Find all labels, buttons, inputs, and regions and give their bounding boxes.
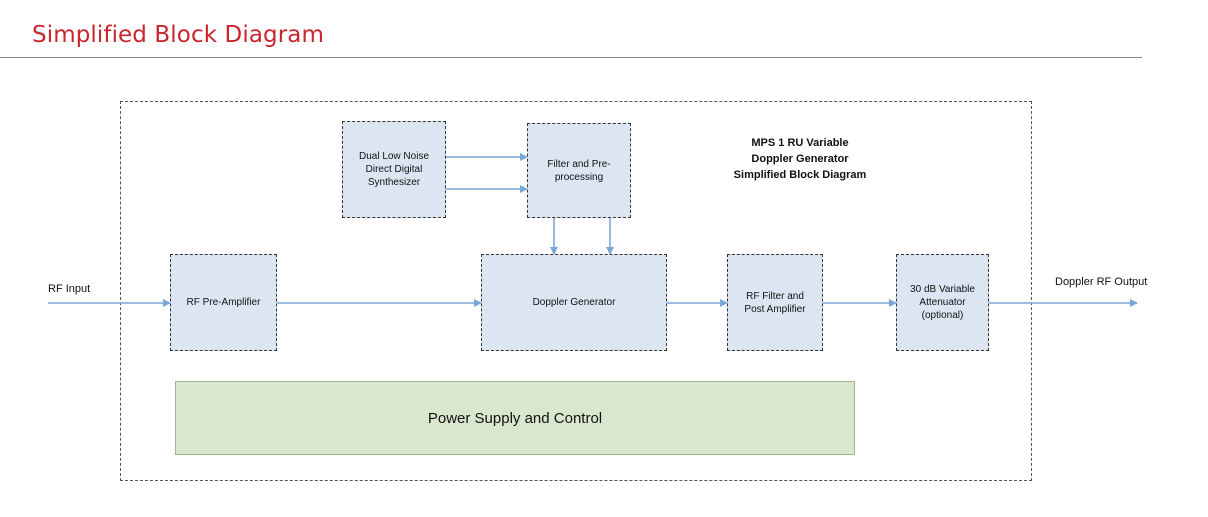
rf-preamp-label: RF Pre-Amplifier (186, 297, 261, 308)
page-title: Simplified Block Diagram (32, 22, 324, 48)
dds-line-1: Dual Low Noise (358, 151, 430, 162)
dds-line-2: Direct Digital (365, 164, 423, 175)
attenuator-line-3: (optional) (921, 310, 964, 321)
attenuator-block: 30 dB Variable Attenuator (optional) (896, 254, 989, 351)
filter-preprocessing-block: Filter and Pre- processing (527, 123, 631, 218)
title-divider (0, 57, 1142, 58)
rf-input-label: RF Input (48, 283, 91, 295)
doppler-generator-block: Doppler Generator (481, 254, 667, 351)
doppler-generator-label: Doppler Generator (532, 297, 616, 308)
attenuator-line-2: Attenuator (919, 297, 966, 308)
caption-line-1: MPS 1 RU Variable (751, 137, 849, 149)
rf-filter-line-2: Post Amplifier (744, 303, 806, 315)
dds-block: Dual Low Noise Direct Digital Synthesize… (342, 121, 446, 218)
filter-pre-line-2: processing (554, 171, 604, 183)
power-supply-control-block: Power Supply and Control (175, 381, 855, 455)
rf-filter-post-amp-block: RF Filter and Post Amplifier (727, 254, 823, 351)
rf-filter-line-1: RF Filter and (746, 290, 804, 302)
rf-output-label: Doppler RF Output (1055, 276, 1148, 288)
system-boundary (120, 101, 1032, 481)
attenuator-line-1: 30 dB Variable (910, 284, 975, 295)
dds-line-3: Synthesizer (367, 177, 421, 188)
diagram-caption: MPS 1 RU Variable Doppler Generator Simp… (700, 135, 900, 183)
rf-preamp-block: RF Pre-Amplifier (170, 254, 277, 351)
power-supply-label: Power Supply and Control (427, 409, 603, 427)
caption-line-2: Doppler Generator (751, 153, 849, 165)
filter-pre-line-1: Filter and Pre- (547, 158, 611, 170)
caption-line-3: Simplified Block Diagram (733, 169, 867, 181)
